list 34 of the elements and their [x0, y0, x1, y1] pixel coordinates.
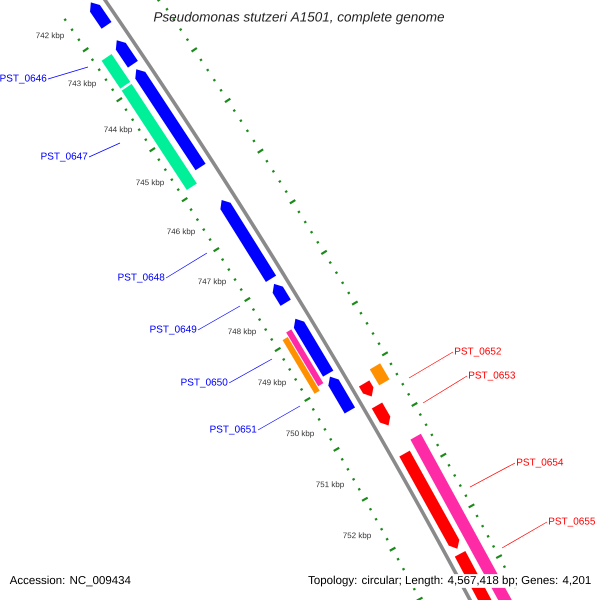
scale-label: 744 kbp — [104, 126, 132, 134]
leader-line — [228, 358, 272, 384]
title: Pseudomonas stutzeri A1501, complete genome — [154, 12, 444, 24]
gene-label: PST_0649 — [150, 326, 196, 334]
scale-label: 752 kbp — [343, 532, 371, 540]
leader-line — [166, 252, 208, 278]
leader-line — [258, 406, 300, 430]
scale-label: 747 kbp — [198, 278, 226, 286]
gene-label: PST_0653 — [469, 372, 516, 380]
leader-line — [198, 306, 240, 330]
scale-label: 750 kbp — [286, 430, 314, 438]
gene-label: PST_0647 — [41, 152, 88, 162]
footer-text: Topology: circular; Length: 4,567,418 bp; Genes: 4,201 — [306, 574, 593, 588]
gene-label: PST_0648 — [118, 274, 164, 282]
scale-label: 745 kbp — [136, 179, 164, 187]
gene-label: PST_0652 — [455, 348, 501, 356]
footer-text: Accession: NC_009434 — [8, 574, 132, 588]
gene-label: PST_0646 — [0, 74, 46, 84]
gene-label: PST_0650 — [181, 378, 228, 388]
scale-label: 749 kbp — [258, 379, 286, 387]
scale-label: 751 kbp — [316, 481, 344, 489]
leader-line — [408, 352, 454, 378]
gene-label: PST_0651 — [210, 426, 256, 434]
scale-label: 746 kbp — [167, 228, 195, 236]
leader-line — [422, 376, 468, 404]
gene-label: PST_0655 — [549, 518, 596, 526]
gene-label: PST_0654 — [517, 458, 564, 468]
leader-line — [48, 66, 88, 80]
leader-line — [470, 462, 516, 488]
leader-line — [88, 142, 120, 158]
scale-label: 748 kbp — [228, 328, 256, 336]
leader-line — [502, 522, 548, 548]
scale-label: 743 kbp — [68, 80, 96, 88]
scale-label: 742 kbp — [36, 32, 64, 40]
